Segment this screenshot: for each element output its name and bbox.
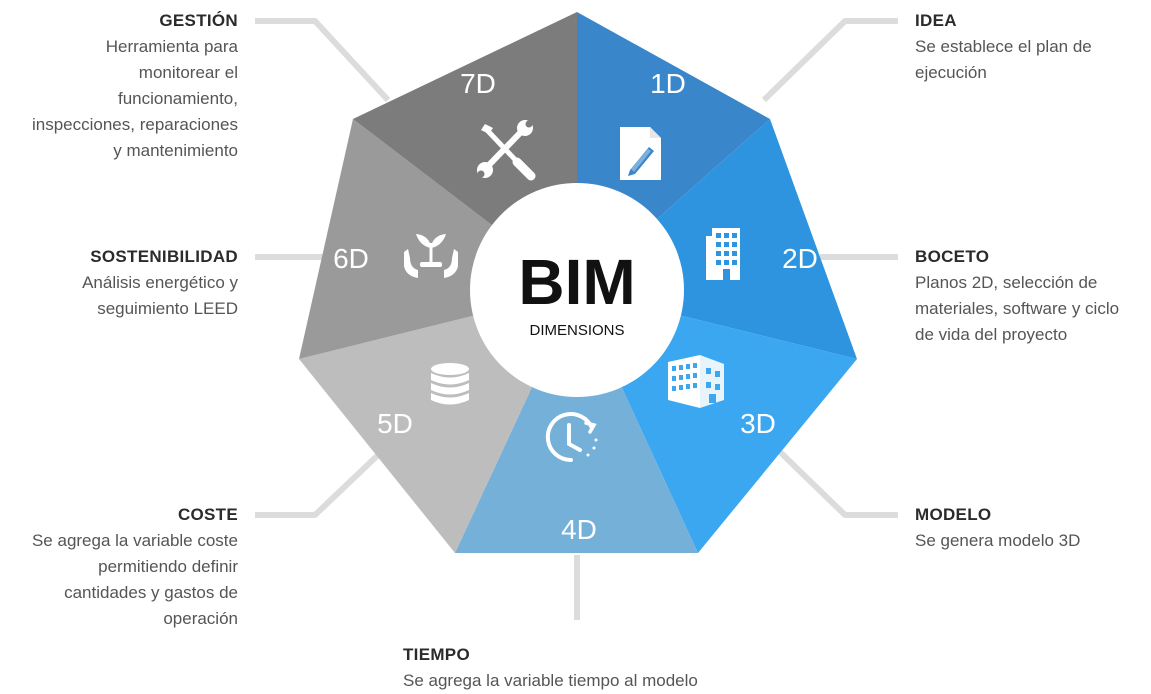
segment-label-3d: 3D bbox=[740, 408, 776, 439]
connector-idea bbox=[761, 18, 898, 103]
clock-time-icon bbox=[545, 412, 598, 463]
label-boceto-desc: Planos 2D, selección de materiales, soft… bbox=[915, 273, 1120, 344]
label-tiempo-desc: Se agrega la variable tiempo al modelo bbox=[403, 671, 698, 690]
segment-label-7d: 7D bbox=[460, 68, 496, 99]
connector-lines bbox=[255, 18, 898, 620]
label-tiempo: TIEMPO Se agrega la variable tiempo al m… bbox=[403, 642, 763, 694]
label-coste-title: COSTE bbox=[177, 505, 238, 524]
tools-icon bbox=[477, 120, 536, 181]
label-modelo-desc: Se genera modelo 3D bbox=[915, 531, 1081, 550]
3d-buildings-icon bbox=[668, 355, 724, 408]
segment-label-2d: 2D bbox=[782, 243, 818, 274]
label-coste-desc: Se agrega la variable coste permitiendo … bbox=[31, 531, 238, 628]
segment-label-1d: 1D bbox=[650, 68, 686, 99]
label-sostenibilidad-title: SOSTENIBILIDAD bbox=[90, 247, 238, 266]
database-cost-icon bbox=[431, 363, 469, 405]
center-circle bbox=[470, 183, 684, 397]
segment-label-4d: 4D bbox=[561, 514, 597, 545]
label-gestion-desc: Herramienta para monitorear el funcionam… bbox=[31, 37, 238, 160]
connector-coste bbox=[255, 452, 381, 518]
label-idea-title: IDEA bbox=[915, 11, 957, 30]
label-coste: COSTE Se agrega la variable coste permit… bbox=[0, 502, 238, 632]
hands-plant-icon bbox=[404, 234, 458, 278]
label-boceto: BOCETO Planos 2D, selección de materiale… bbox=[915, 244, 1151, 348]
segment-label-5d: 5D bbox=[377, 408, 413, 439]
label-tiempo-title: TIEMPO bbox=[403, 645, 470, 664]
label-idea-desc: Se establece el plan de ejecución bbox=[915, 37, 1092, 82]
segment-4d bbox=[455, 290, 698, 553]
connector-gestion bbox=[255, 18, 391, 103]
label-boceto-title: BOCETO bbox=[915, 247, 990, 266]
center-subtitle: DIMENSIONS bbox=[529, 322, 624, 339]
label-modelo: MODELO Se genera modelo 3D bbox=[915, 502, 1145, 554]
label-gestion: GESTIÓN Herramienta para monitorear el f… bbox=[0, 8, 238, 164]
label-idea: IDEA Se establece el plan de ejecución bbox=[915, 8, 1145, 86]
connector-modelo bbox=[775, 447, 898, 518]
building-icon bbox=[706, 228, 740, 280]
label-sostenibilidad-desc: Análisis energético y seguimiento LEED bbox=[82, 273, 238, 318]
center-title: BIM bbox=[518, 246, 635, 318]
segment-label-6d: 6D bbox=[333, 243, 369, 274]
label-sostenibilidad: SOSTENIBILIDAD Análisis energético y seg… bbox=[0, 244, 238, 322]
label-modelo-title: MODELO bbox=[915, 505, 992, 524]
label-gestion-title: GESTIÓN bbox=[159, 11, 238, 30]
document-edit-icon bbox=[620, 127, 661, 180]
